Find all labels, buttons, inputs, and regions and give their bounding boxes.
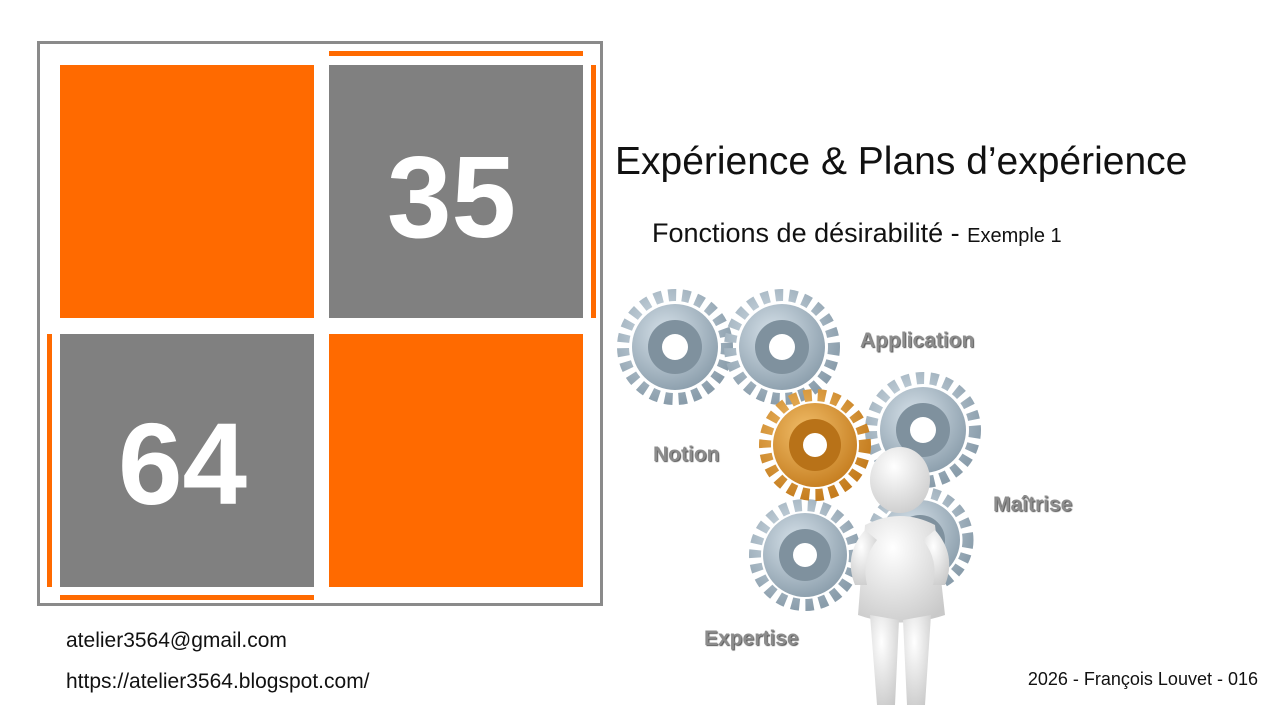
logo-number-top: 35 xyxy=(387,132,517,262)
contact-url[interactable]: https://atelier3564.blogspot.com/ xyxy=(66,670,370,693)
gear-icon xyxy=(724,289,840,405)
label-maitrise: Maîtrise xyxy=(993,493,1073,516)
gear-icon-gold xyxy=(759,389,871,501)
footer-credit: 2026 - François Louvet - 016 xyxy=(1027,669,1258,689)
logo-tile-top-left xyxy=(60,65,314,318)
logo-accent-left xyxy=(47,334,52,587)
gear-icon xyxy=(749,499,861,611)
page-subtitle: Fonctions de désirabilité - Exemple 1 xyxy=(652,218,1062,249)
logo-accent-right xyxy=(591,65,596,318)
label-notion: Notion xyxy=(653,443,720,466)
gears-illustration xyxy=(617,289,981,705)
gear-icon xyxy=(617,289,733,405)
label-expertise: Expertise xyxy=(704,627,799,650)
subtitle-main: Fonctions de désirabilité - xyxy=(652,218,968,248)
figure-icon xyxy=(850,447,950,705)
logo-accent-top xyxy=(329,51,583,56)
contact-email[interactable]: atelier3564@gmail.com xyxy=(66,629,287,652)
subtitle-example: Exemple 1 xyxy=(967,225,1062,247)
logo-tile-bottom-right xyxy=(329,334,583,587)
logo-tile-top-right: 35 xyxy=(329,65,583,318)
logo-number-bottom: 64 xyxy=(118,399,248,529)
logo-accent-bottom xyxy=(60,595,314,600)
page-title: Expérience & Plans d’expérience xyxy=(615,140,1188,183)
logo-tile-bottom-left: 64 xyxy=(60,334,314,587)
label-application: Application xyxy=(860,329,975,352)
logo-frame: 35 64 xyxy=(37,41,603,606)
